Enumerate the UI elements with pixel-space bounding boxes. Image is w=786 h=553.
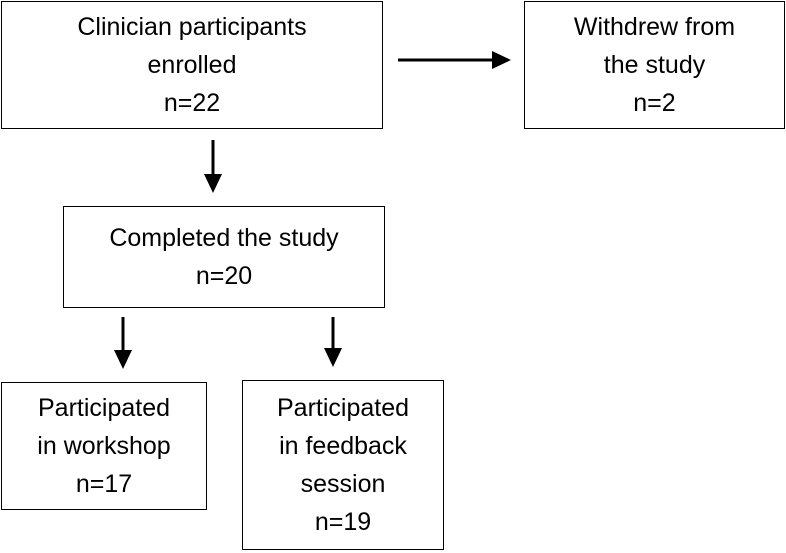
node-withdrew-line-2: the study <box>603 51 706 79</box>
node-enrolled-line-1: Clinician participants <box>77 13 307 41</box>
node-completed-line-2: n=20 <box>195 262 253 290</box>
arrow-completed-to-workshop <box>114 317 132 369</box>
node-feedback: Participated in feedback session n=19 <box>242 380 444 550</box>
node-withdrew: Withdrew from the study n=2 <box>524 1 785 129</box>
node-workshop-line-2: in workshop <box>37 432 171 460</box>
arrow-completed-to-feedback <box>324 317 342 367</box>
node-feedback-line-3: session <box>300 470 386 498</box>
node-workshop: Participated in workshop n=17 <box>1 382 207 510</box>
node-enrolled-line-2: enrolled <box>147 51 237 79</box>
node-withdrew-line-1: Withdrew from <box>573 13 736 41</box>
node-workshop-line-3: n=17 <box>75 470 133 498</box>
node-feedback-line-1: Participated <box>276 394 410 422</box>
node-completed: Completed the study n=20 <box>63 206 385 308</box>
node-enrolled-line-3: n=22 <box>163 89 221 117</box>
node-feedback-line-2: in feedback <box>279 432 407 460</box>
arrow-enrolled-to-withdrew <box>398 51 511 69</box>
node-feedback-line-4: n=19 <box>314 508 372 536</box>
node-completed-line-1: Completed the study <box>109 224 339 252</box>
arrow-enrolled-to-completed <box>204 140 222 193</box>
node-workshop-line-1: Participated <box>37 394 171 422</box>
node-withdrew-line-3: n=2 <box>633 89 676 117</box>
node-enrolled: Clinician participants enrolled n=22 <box>1 1 383 129</box>
